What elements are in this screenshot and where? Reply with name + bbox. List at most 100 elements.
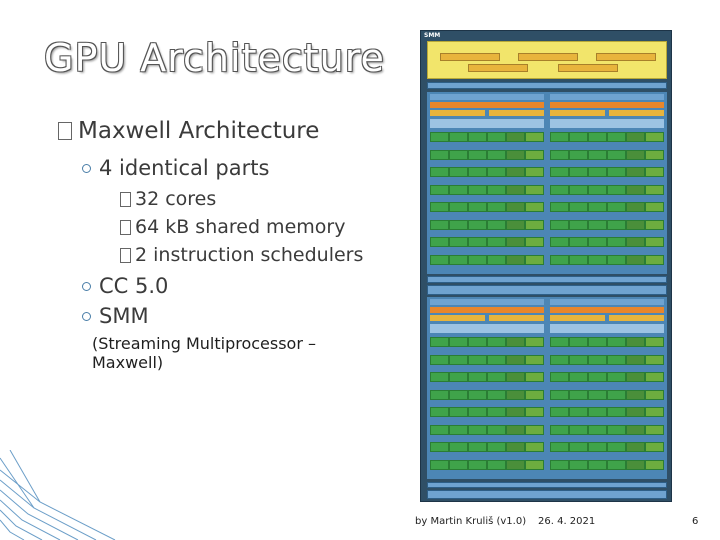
dispatch-unit [489, 315, 544, 321]
cuda-core [550, 132, 569, 142]
cuda-core [487, 459, 506, 470]
cuda-core [550, 372, 569, 382]
cuda-core [588, 354, 607, 365]
instruction-buffer [430, 299, 544, 305]
ld-st-unit [626, 442, 645, 452]
cuda-core [569, 424, 588, 435]
cuda-core [588, 407, 607, 417]
dispatch-unit [609, 110, 664, 116]
polymorph-engine-block [427, 41, 667, 79]
sfu-unit [645, 184, 664, 195]
cuda-core [569, 442, 588, 452]
ld-st-unit [626, 459, 645, 470]
cuda-core [588, 442, 607, 452]
cuda-core [430, 459, 449, 470]
cuda-core [588, 372, 607, 382]
cuda-core [569, 389, 588, 400]
sfu-unit [525, 442, 544, 452]
cuda-core [430, 184, 449, 195]
cuda-core [487, 442, 506, 452]
sub-bullet-text: 4 identical parts [99, 156, 270, 180]
cuda-core [487, 184, 506, 195]
sfu-unit [525, 219, 544, 230]
sfu-unit [525, 372, 544, 382]
cuda-core [449, 254, 468, 265]
cuda-core [607, 459, 626, 470]
cuda-core [430, 442, 449, 452]
tessellator-box [518, 53, 578, 61]
cuda-core [468, 167, 487, 177]
vertex-fetch-box [440, 53, 500, 61]
sub-bullet-text: SMM [99, 304, 149, 328]
cuda-core [430, 337, 449, 347]
ld-st-unit [506, 202, 525, 212]
cuda-core [607, 372, 626, 382]
sfu-unit [645, 132, 664, 142]
cuda-core [550, 389, 569, 400]
cuda-core [430, 167, 449, 177]
sfu-unit [525, 354, 544, 365]
cuda-core [468, 459, 487, 470]
sfu-unit [645, 459, 664, 470]
cuda-core [430, 202, 449, 212]
texture-l1-cache-top [427, 276, 667, 283]
warp-scheduler [550, 307, 664, 313]
ld-st-unit [626, 337, 645, 347]
cuda-core [607, 389, 626, 400]
cuda-core [487, 407, 506, 417]
instruction-cache [427, 82, 667, 89]
cuda-core [449, 202, 468, 212]
cuda-core [449, 372, 468, 382]
sfu-unit [645, 149, 664, 160]
cuda-core [550, 184, 569, 195]
cuda-core [468, 424, 487, 435]
cuda-core [588, 219, 607, 230]
ld-st-unit [506, 149, 525, 160]
sub-bullet-text: CC 5.0 [99, 274, 169, 298]
ld-st-unit [506, 337, 525, 347]
cuda-core [468, 337, 487, 347]
bullet-ring-icon [82, 312, 91, 321]
cuda-core [449, 184, 468, 195]
cuda-core [487, 167, 506, 177]
bullet-ring-icon [82, 164, 91, 173]
cuda-core [449, 424, 468, 435]
footer-author: by Martin Kruliš (v1.0) [415, 516, 527, 527]
cuda-core [449, 337, 468, 347]
cuda-core [607, 337, 626, 347]
dispatch-unit [430, 315, 485, 321]
smm-explanation: (Streaming Multiprocessor – Maxwell) [92, 334, 317, 372]
register-file [550, 324, 664, 333]
instruction-buffer [550, 299, 664, 305]
cuda-core [550, 424, 569, 435]
sub-bullet-parts: 4 identical parts [82, 156, 269, 180]
cuda-core [487, 219, 506, 230]
cuda-core [607, 184, 626, 195]
sfu-unit [645, 407, 664, 417]
cuda-core [607, 237, 626, 247]
cuda-core [487, 424, 506, 435]
cuda-core [550, 237, 569, 247]
cuda-core [569, 132, 588, 142]
sub-bullet-cc: CC 5.0 [82, 274, 168, 298]
ld-st-unit [626, 372, 645, 382]
cuda-core [550, 354, 569, 365]
sub-bullet-smm: SMM [82, 304, 149, 328]
sfu-unit [645, 354, 664, 365]
stream-output-box [558, 64, 618, 72]
cuda-core [569, 149, 588, 160]
dispatch-unit [430, 110, 485, 116]
ld-st-unit [506, 254, 525, 265]
warp-scheduler [430, 102, 544, 108]
cuda-core [607, 424, 626, 435]
subsub-bullet-cores: 32 cores [120, 188, 216, 210]
cuda-core [430, 237, 449, 247]
sfu-unit [645, 237, 664, 247]
dispatch-unit [489, 110, 544, 116]
cuda-core [468, 254, 487, 265]
cuda-core [550, 407, 569, 417]
cuda-core [588, 202, 607, 212]
cuda-core [550, 442, 569, 452]
ld-st-unit [626, 389, 645, 400]
ld-st-unit [626, 167, 645, 177]
